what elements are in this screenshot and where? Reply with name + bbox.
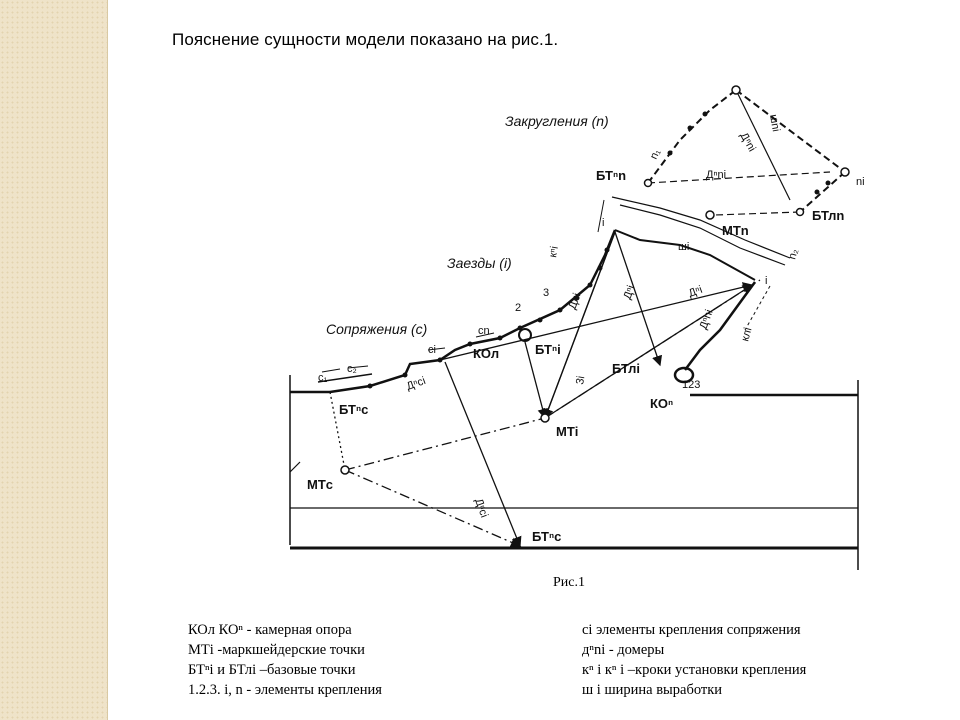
legend-item: БТⁿi и БТлi –базовые точки: [188, 662, 356, 678]
label-mt-n: МТn: [722, 223, 749, 238]
label-123: 123: [682, 379, 700, 391]
label-three: 3: [543, 287, 549, 299]
label-d-ni-top: Дⁿni: [737, 131, 757, 154]
legend-item: ci элементы крепления сопряжения: [582, 622, 801, 638]
label-mt-i: МТi: [556, 424, 578, 439]
rounding-points: [643, 85, 850, 220]
label-cn: cn: [478, 325, 490, 337]
rounding-lines: [647, 89, 846, 216]
legend-left: КОл КОⁿ - камерная опора МТi -маркшейдер…: [188, 620, 382, 700]
label-bt-li: БТлi: [612, 361, 640, 376]
survey-points: [340, 413, 550, 475]
label-two: 2: [515, 302, 521, 314]
label-d-ii: Дⁿi: [687, 284, 704, 300]
label-d-pi: Дⁿi: [622, 284, 638, 301]
legend-item: кⁿ i кⁿ i –кроки установки крепления: [582, 662, 807, 678]
chamber-supports: [518, 328, 695, 384]
diagram-labels: Закругления (n) Заезды (i) Сопряжения (с…: [307, 113, 865, 544]
figure-caption: Рис.1: [553, 575, 585, 590]
label-d-ci-bottom: Дⁿci: [472, 497, 490, 519]
label-k-li: клi: [739, 326, 754, 342]
label-i-mark: i: [602, 217, 604, 229]
label-d-li: Длi: [567, 292, 584, 311]
label-n2: n₂: [786, 248, 800, 261]
label-n1: n₁: [648, 147, 663, 161]
label-c2: c₂: [347, 363, 357, 375]
entry-working: [597, 196, 791, 371]
label-ko-n: КОⁿ: [650, 396, 673, 411]
label-bt-pn-top: БТⁿn: [596, 168, 626, 183]
label-d-ni: Дⁿni: [706, 169, 726, 181]
label-sh-i: шi: [678, 241, 689, 253]
legend-item: дⁿni - домеры: [582, 642, 665, 658]
label-3i: 3i: [574, 375, 587, 386]
label-ci: ci: [428, 344, 436, 356]
legend-right: ci элементы крепления сопряжения дⁿni - …: [582, 620, 806, 700]
drift-outline: [289, 375, 859, 570]
legend-item: 1.2.3. i, n - элементы крепления: [188, 682, 382, 698]
legend-item: ш i ширина выработки: [582, 682, 723, 698]
label-ni: ni: [856, 176, 865, 188]
label-k-ni: кⁿi: [547, 245, 561, 258]
label-bt-pc-bottom: БТⁿc: [532, 529, 561, 544]
label-entries: Заезды (i): [447, 255, 512, 271]
slide-title: Пояснение сущности модели показано на ри…: [172, 30, 559, 49]
label-d-ni-right: Дⁿni: [698, 308, 716, 331]
label-i-mark-right: i: [765, 275, 767, 287]
rounding-dots: [667, 111, 831, 195]
label-c1: c₁: [318, 372, 328, 384]
label-sh-ni: шni: [767, 113, 782, 132]
dash-dot-lines: [344, 279, 761, 548]
legend-item: МТi -маркшейдерские точки: [188, 642, 365, 658]
label-mt-c: МТc: [307, 477, 333, 492]
decorative-side-strip: [0, 0, 108, 720]
label-d-ci: Дⁿci: [405, 375, 427, 393]
label-bt-ln: БТлn: [812, 208, 844, 223]
label-ko-l: КОл: [473, 346, 499, 361]
label-junctions: Сопряжения (с): [326, 321, 427, 337]
legend-item: КОл КОⁿ - камерная опора: [188, 622, 352, 638]
label-bt-pi: БТⁿi: [535, 342, 561, 357]
label-bt-pc: БТⁿc: [339, 402, 368, 417]
label-rounding: Закругления (n): [505, 113, 609, 129]
